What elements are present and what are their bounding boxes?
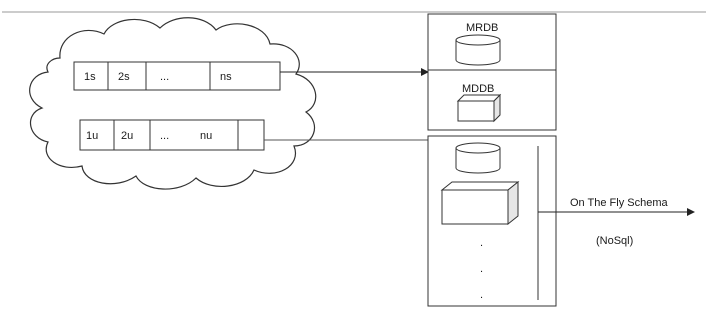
structured-store-panel: MRDB MDDB — [427, 13, 557, 131]
structured-cell-2: 2s — [118, 71, 130, 83]
structured-cell-n: ns — [220, 71, 232, 83]
document-cylinder-icon — [455, 142, 501, 174]
unstructured-cell-2: 2u — [121, 130, 133, 142]
continuation-dot-2: . — [480, 263, 483, 275]
unstructured-cell-1: 1u — [86, 130, 98, 142]
on-the-fly-schema-label: On The Fly Schema — [570, 197, 668, 209]
flexible-store-panel: . . . — [427, 135, 557, 307]
mddb-cube-icon — [456, 93, 502, 123]
cube-store-icon — [440, 180, 520, 226]
mddb-label: MDDB — [462, 83, 494, 95]
structured-cell-ellipsis: ... — [160, 71, 169, 83]
structured-cell-1: 1s — [84, 71, 96, 83]
unstructured-cell-ellipsis: ... — [160, 130, 169, 142]
unstructured-cell-n: nu — [200, 130, 212, 142]
structured-record-row: 1s 2s ... ns — [73, 61, 281, 91]
data-cloud — [29, 17, 317, 190]
unstructured-record-row: 1u 2u ... nu — [79, 119, 265, 151]
mrdb-label: MRDB — [466, 22, 498, 34]
nosql-label: (NoSql) — [596, 235, 633, 247]
continuation-dot-1: . — [480, 237, 483, 249]
mrdb-cylinder-icon — [455, 34, 501, 66]
continuation-dot-3: . — [480, 289, 483, 301]
